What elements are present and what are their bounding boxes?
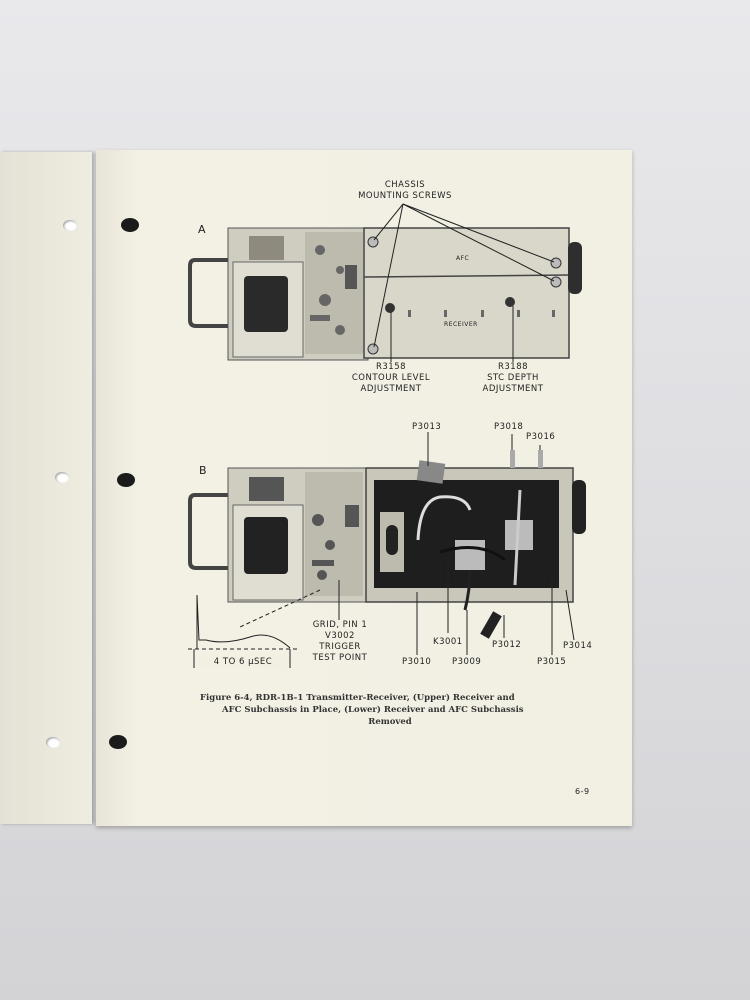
p3010-label: P3010 bbox=[402, 657, 432, 667]
chassis-screws-label: CHASSIS MOUNTING SCREWS bbox=[355, 180, 455, 202]
label-line: ADJUSTMENT bbox=[482, 384, 544, 394]
previous-page bbox=[0, 152, 92, 824]
leader-lines-a bbox=[373, 203, 555, 362]
label-line: ADJUSTMENT bbox=[360, 384, 422, 394]
label-line: MOUNTING SCREWS bbox=[358, 191, 452, 201]
receiver-label: RECEIVER bbox=[444, 321, 478, 328]
label-line: V3002 bbox=[325, 631, 355, 641]
r3188-label: R3188 STC DEPTH ADJUSTMENT bbox=[468, 362, 558, 395]
label-line: CHASSIS bbox=[384, 180, 426, 190]
caption-line: AFC Subchassis in Place, (Lower) Receive… bbox=[222, 705, 524, 715]
caption-line: Removed bbox=[368, 717, 412, 727]
chassis-photo-a bbox=[188, 227, 582, 361]
afc-label: AFC bbox=[456, 255, 470, 262]
chassis-photo-b bbox=[188, 450, 586, 639]
p3009-label: P3009 bbox=[452, 657, 482, 667]
punch-hole bbox=[109, 735, 127, 749]
label-line: R3188 bbox=[497, 362, 529, 372]
p3012-label: P3012 bbox=[492, 640, 522, 650]
punch-hole bbox=[117, 473, 135, 487]
label-line: CONTOUR LEVEL bbox=[351, 373, 431, 383]
r3158-label: R3158 CONTOUR LEVEL ADJUSTMENT bbox=[346, 362, 436, 395]
caption-line: Figure 6-4, RDR-1B-1 Transmitter-Receive… bbox=[200, 693, 515, 703]
grid-test-point-label: GRID, PIN 1 V3002 TRIGGER TEST POINT bbox=[300, 620, 380, 664]
punch-hole bbox=[121, 218, 139, 232]
p3013-label: P3013 bbox=[412, 422, 442, 432]
panel-label-a: A bbox=[198, 223, 207, 236]
trigger-waveform bbox=[188, 594, 300, 668]
page-number: 6-9 bbox=[575, 787, 590, 796]
p3014-label: P3014 bbox=[563, 641, 593, 651]
figure-caption: Figure 6-4, RDR-1B-1 Transmitter-Receive… bbox=[200, 692, 580, 728]
label-line: R3158 bbox=[375, 362, 407, 372]
punch-hole bbox=[63, 220, 77, 231]
label-line: TEST POINT bbox=[312, 653, 368, 663]
panel-label-b: B bbox=[199, 464, 208, 477]
leader-lines-b bbox=[239, 432, 575, 655]
p3015-label: P3015 bbox=[537, 657, 567, 667]
p3016-label: P3016 bbox=[526, 432, 556, 442]
pulse-width-label: 4 TO 6 µSEC bbox=[198, 657, 288, 668]
label-line: TRIGGER bbox=[319, 642, 361, 652]
label-line: STC DEPTH bbox=[487, 373, 539, 383]
p3018-label: P3018 bbox=[494, 422, 524, 432]
label-line: GRID, PIN 1 bbox=[312, 620, 368, 630]
k3001-label: K3001 bbox=[433, 637, 463, 647]
punch-hole bbox=[55, 472, 69, 483]
punch-hole bbox=[46, 737, 60, 748]
